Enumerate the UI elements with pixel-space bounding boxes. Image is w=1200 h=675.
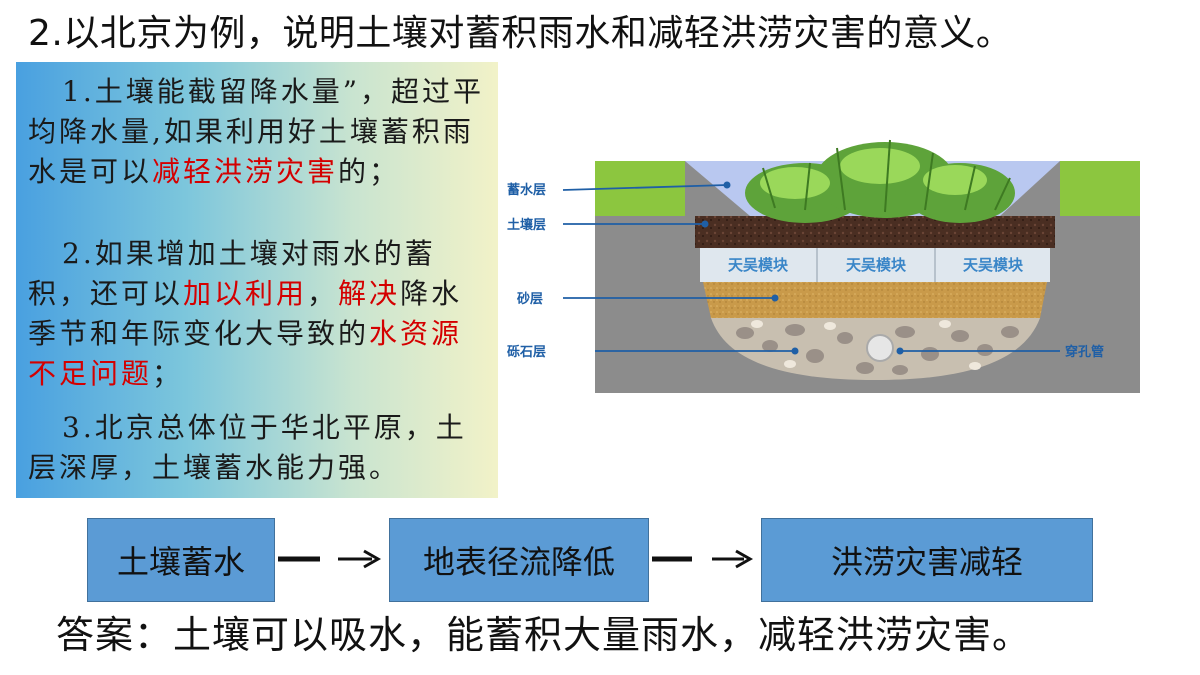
module-label-3: 天吴模块 [963,256,1024,274]
label-sand-layer: 砂层 [516,291,543,307]
module-label-1: 天吴模块 [728,256,789,274]
sand-layer [703,282,1047,318]
point-2: 2.如果增加土壤对雨水的蓄积，还可以加以利用，解决降水季节和年际变化大导致的水资… [28,234,488,394]
flow-step-flood-reduce: 洪涝灾害减轻 [761,518,1093,602]
point-2-highlight-use: 加以利用 [183,277,308,310]
point-2-sep: ， [307,277,339,310]
point-3: 3.北京总体位于华北平原，土层深厚，土壤蓄水能力强。 [28,411,467,484]
page-title: 2.以北京为例，说明土壤对蓄积雨水和减轻洪涝灾害的意义。 [28,13,1013,54]
flow-step-soil-storage: 土壤蓄水 [87,518,275,602]
point-1-highlight: 减轻洪涝灾害 [152,155,339,188]
point-2-text: 2.如果增加土壤对雨水的蓄积，还可以 [28,237,436,310]
point-2-highlight-water: 水资源不足问题 [28,317,463,390]
point-1: 1.土壤能截留降水量”，超过平均降水量,如果利用好土壤蓄积雨水是可以减轻洪涝灾害… [28,72,488,192]
soil-layer [695,216,1055,248]
point-2-highlight-solve: 解决 [338,277,401,310]
soil-layer-diagram: 蓄水层 土壤层 砂层 砾石层 穿孔管 天吴模块 天吴模块 天吴模块 [507,139,1140,393]
flow-arrow-1-icon [278,549,382,569]
label-gravel-layer: 砾石层 [507,344,546,360]
label-storage-layer: 蓄水层 [507,182,546,198]
flow-step-runoff-reduce: 地表径流降低 [389,518,649,602]
module-label-2: 天吴模块 [846,256,907,274]
label-perforated-pipe: 穿孔管 [1065,344,1104,360]
point-1-text: 1.土壤能截留降水量”，超过平均降水量,如果利用好土壤蓄积雨水是可以 [28,75,485,188]
flow-arrow-2-icon [652,549,754,569]
answer-text: 答案：土壤可以吸水，能蓄积大量雨水，减轻洪涝灾害。 [56,613,1032,657]
point-1-end: 的； [338,155,401,188]
module-row [700,248,1050,282]
perforated-pipe-icon [866,334,894,362]
label-soil-layer: 土壤层 [507,217,546,233]
explanation-box: 1.土壤能截留降水量”，超过平均降水量,如果利用好土壤蓄积雨水是可以减轻洪涝灾害… [16,62,498,498]
point-2-end: ； [152,357,184,390]
grass-right [1060,161,1140,216]
point-2-text-b: 降水季节和年际变化大导致的 [28,277,463,350]
